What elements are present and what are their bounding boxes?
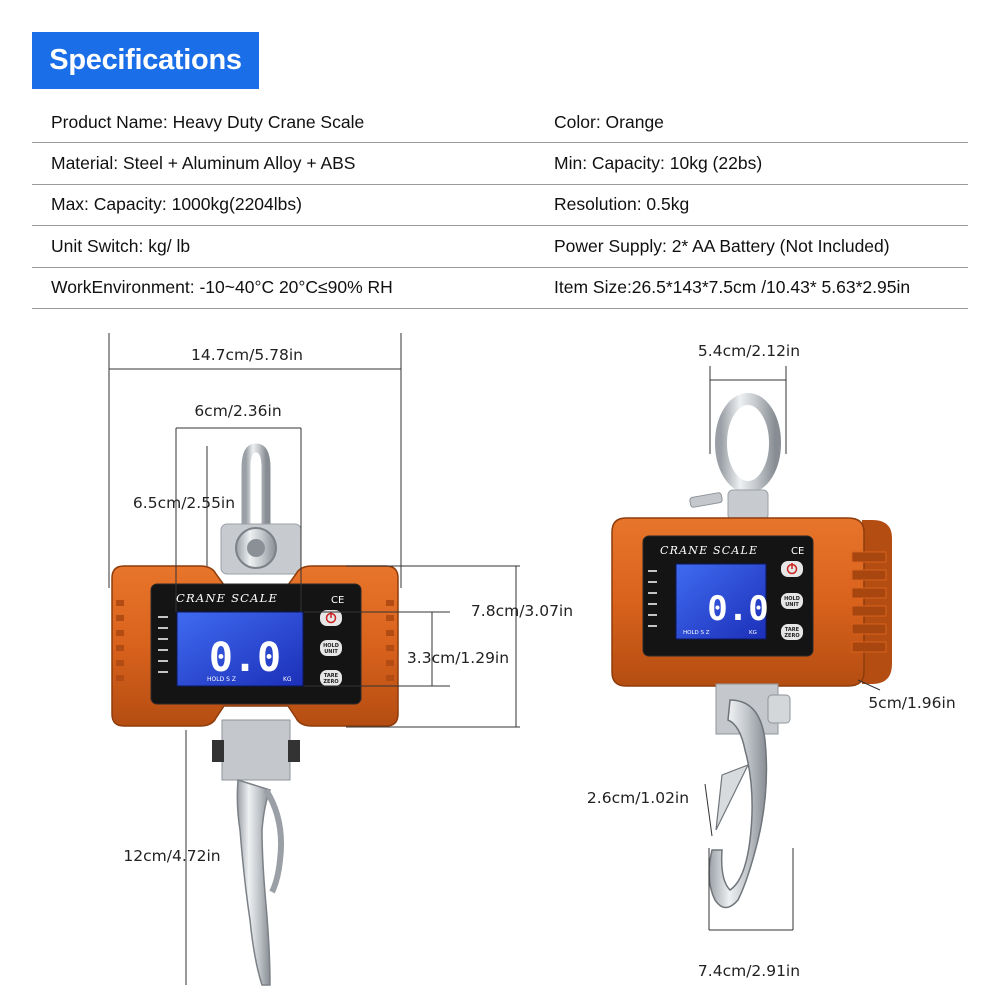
angled-dimension-lines: [704, 366, 881, 931]
angled-tare-label: TARE: [785, 627, 800, 633]
specifications-header: Specifications: [32, 32, 259, 89]
angled-lcd-unit: KG: [749, 630, 757, 636]
front-hold-label: HOLD: [323, 643, 339, 649]
angled-hook: [708, 683, 791, 909]
dim-hook-opening: 2.6cm/1.02in: [587, 789, 689, 807]
angled-lcd-reading: 0.0: [707, 589, 768, 629]
spec-row: Material: Steel + Aluminum Alloy + ABS M…: [32, 143, 968, 185]
dim-front-width: 14.7cm/5.78in: [191, 346, 303, 364]
front-unit-label: UNIT: [324, 649, 338, 655]
angled-ce-mark: CE: [791, 546, 804, 557]
angled-lcd-status: HOLD S Z: [683, 630, 710, 636]
spec-row: Max: Capacity: 1000kg(2204lbs) Resolutio…: [32, 185, 968, 227]
spec-item-size: Item Size:26.5*143*7.5cm /10.43* 5.63*2.…: [554, 277, 911, 298]
front-lcd-reading: 0.0: [209, 635, 281, 681]
spec-material: Material: Steel + Aluminum Alloy + ABS: [51, 152, 356, 173]
dim-hook-width: 7.4cm/2.91in: [698, 962, 800, 980]
dim-hook-length: 12cm/4.72in: [123, 847, 220, 865]
angled-tare-zero-button[interactable]: TARE ZERO: [781, 624, 803, 640]
angled-power-button[interactable]: [781, 561, 803, 577]
dim-body-height: 7.8cm/3.07in: [471, 602, 573, 620]
front-shackle: [220, 443, 302, 575]
front-ce-mark: CE: [331, 595, 344, 606]
dim-shackle-height: 6.5cm/2.55in: [133, 494, 235, 512]
dim-display-width: 6cm/2.36in: [194, 402, 281, 420]
angled-ring: [689, 393, 781, 521]
angled-zero-label: ZERO: [784, 633, 799, 639]
front-lcd-status: HOLD S Z: [207, 676, 236, 683]
spec-power-supply: Power Supply: 2* AA Battery (Not Include…: [554, 235, 890, 256]
angled-hold-unit-button[interactable]: HOLD UNIT: [781, 593, 803, 609]
dim-ring-width: 5.4cm/2.12in: [698, 342, 800, 360]
spec-row: Unit Switch: kg/ lb Power Supply: 2* AA …: [32, 226, 968, 268]
front-hold-unit-button[interactable]: HOLD UNIT: [320, 640, 342, 656]
dim-body-depth: 5cm/1.96in: [868, 694, 955, 712]
spec-resolution: Resolution: 0.5kg: [554, 194, 690, 215]
angled-unit-label: UNIT: [785, 602, 799, 608]
specifications-title: Specifications: [49, 44, 242, 76]
specs-table: Product Name: Heavy Duty Crane Scale Col…: [32, 102, 968, 309]
angled-view-scale: CRANE SCALE CE 0.0 HOLD S Z KG HOLD UNIT…: [611, 393, 892, 909]
angled-brand-label: CRANE SCALE: [660, 544, 758, 557]
front-dimension-lines: [108, 333, 520, 985]
front-hook: [212, 719, 300, 986]
spec-product-name: Product Name: Heavy Duty Crane Scale: [51, 111, 365, 132]
spec-unit-switch: Unit Switch: kg/ lb: [51, 235, 191, 256]
spec-row: WorkEnvironment: -10~40°C 20°C≤90% RH It…: [32, 268, 968, 309]
spec-max-capacity: Max: Capacity: 1000kg(2204lbs): [51, 194, 302, 215]
front-tare-zero-button[interactable]: TARE ZERO: [320, 670, 342, 686]
spec-row: Product Name: Heavy Duty Crane Scale Col…: [32, 102, 968, 144]
front-zero-label: ZERO: [323, 679, 338, 685]
front-view-scale: CRANE SCALE CE 0.0 HOLD S Z KG HOLD UNIT…: [111, 443, 399, 986]
spec-color: Color: Orange: [554, 111, 664, 132]
angled-hold-label: HOLD: [784, 596, 800, 602]
front-lcd-unit: KG: [283, 676, 292, 683]
spec-min-capacity: Min: Capacity: 10kg (22bs): [554, 152, 763, 173]
spec-work-environment: WorkEnvironment: -10~40°C 20°C≤90% RH: [51, 277, 393, 298]
front-brand-label: CRANE SCALE: [176, 591, 278, 605]
front-power-button[interactable]: [320, 610, 342, 626]
dim-display-height: 3.3cm/1.29in: [407, 649, 509, 667]
angled-lcd-screen: [675, 563, 767, 640]
front-lcd-screen: [176, 611, 304, 687]
front-tare-label: TARE: [324, 673, 339, 679]
